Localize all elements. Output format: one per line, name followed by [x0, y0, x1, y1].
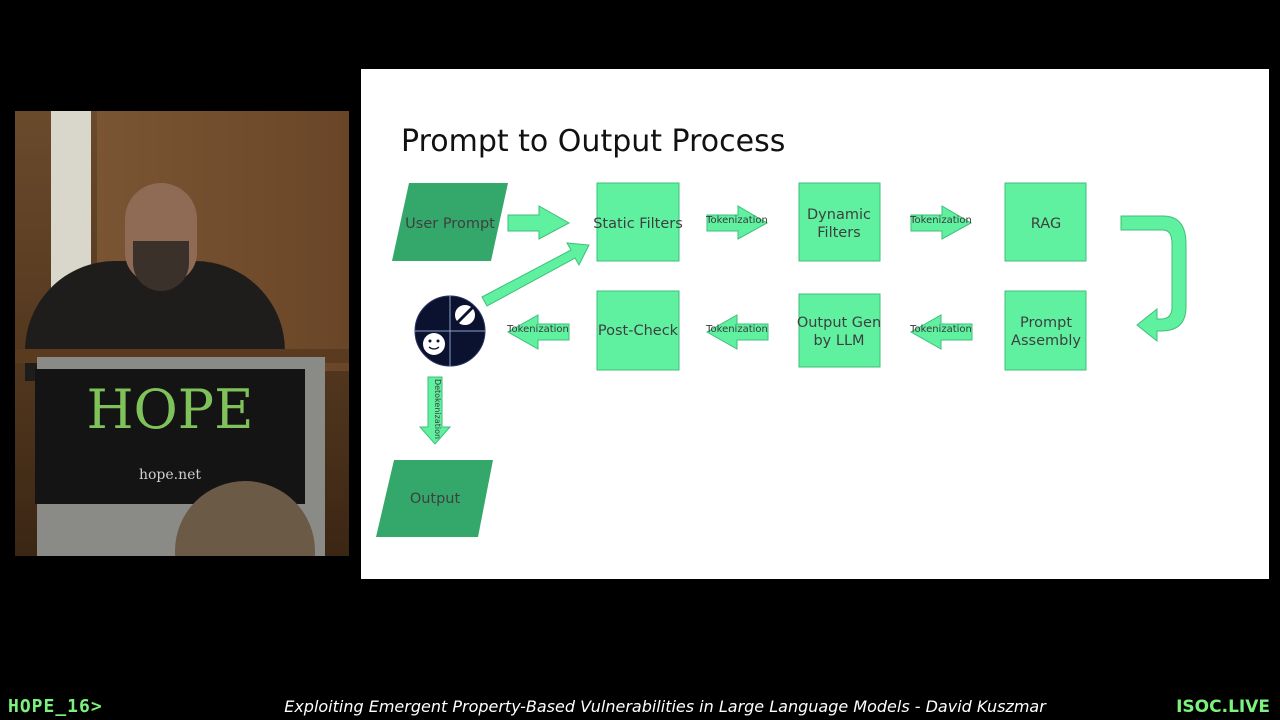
user-prompt-label: User Prompt	[405, 216, 495, 232]
prompt-assembly-label-line1: Prompt	[1020, 315, 1072, 331]
output-node	[376, 460, 493, 537]
dynamic-filters-label-line2: Filters	[817, 225, 860, 241]
hope-logo: HOPE_16>	[8, 696, 103, 717]
output-gen-label-line1: Output Gen	[797, 315, 881, 331]
dynamic-filters-node	[798, 182, 881, 262]
talk-title: Exploiting Emergent Property-Based Vulne…	[284, 697, 1046, 716]
output-gen-node	[798, 293, 881, 368]
speaker-beard	[133, 241, 189, 291]
process-flow-diagram: User Prompt Static Filters Dynamic Filte…	[376, 182, 1187, 537]
tokenization-label-3: Tokenization	[909, 324, 972, 335]
slide-title: Prompt to Output Process	[401, 124, 786, 159]
podium-banner-url: hope.net	[138, 467, 202, 483]
podium-banner	[35, 369, 305, 504]
footer-bar	[0, 694, 1280, 720]
arrow-circle-to-static	[481, 242, 590, 307]
no-entry-icon	[453, 303, 477, 327]
arrow-postcheck-to-circle	[506, 314, 570, 350]
rag-label: RAG	[1031, 216, 1061, 232]
user-prompt-node	[392, 183, 508, 261]
podium-banner-text: HOPE	[86, 378, 254, 441]
arrow-static-to-dynamic	[706, 205, 769, 240]
smiley-face-icon	[423, 333, 445, 355]
post-check-label: Post-Check	[598, 323, 679, 339]
output-gen-label-line2: by LLM	[813, 333, 864, 349]
arrow-circle-to-output	[418, 376, 452, 445]
output-label: Output	[410, 491, 461, 507]
detokenization-label: Detokenization	[433, 379, 442, 439]
rag-node	[1004, 182, 1087, 262]
arrow-rag-to-assembly	[1120, 215, 1187, 343]
arrow-assembly-to-gen	[909, 314, 973, 350]
prompt-assembly-node	[1004, 290, 1087, 371]
arrow-dynamic-to-rag	[910, 205, 973, 240]
tokenization-label-1: Tokenization	[705, 215, 768, 226]
static-filters-label: Static Filters	[593, 216, 683, 232]
tokenization-label-2: Tokenization	[909, 215, 972, 226]
arrow-user-to-static	[507, 205, 571, 240]
tokenization-label-5: Tokenization	[506, 324, 569, 335]
isoc-live-logo: ISOC.LIVE	[1176, 697, 1270, 717]
post-check-node	[596, 290, 680, 371]
prompt-assembly-label-line2: Assembly	[1011, 333, 1081, 349]
tokenization-label-4: Tokenization	[705, 324, 768, 335]
static-filters-node	[596, 182, 680, 262]
speaker-camera-feed: HOPE hope.net	[15, 111, 349, 556]
dynamic-filters-label-line1: Dynamic	[807, 207, 871, 223]
presentation-slide: Prompt to Output Process User Prompt Sta…	[361, 69, 1269, 579]
decision-circle-node	[414, 295, 486, 367]
arrow-gen-to-postcheck	[705, 314, 769, 350]
